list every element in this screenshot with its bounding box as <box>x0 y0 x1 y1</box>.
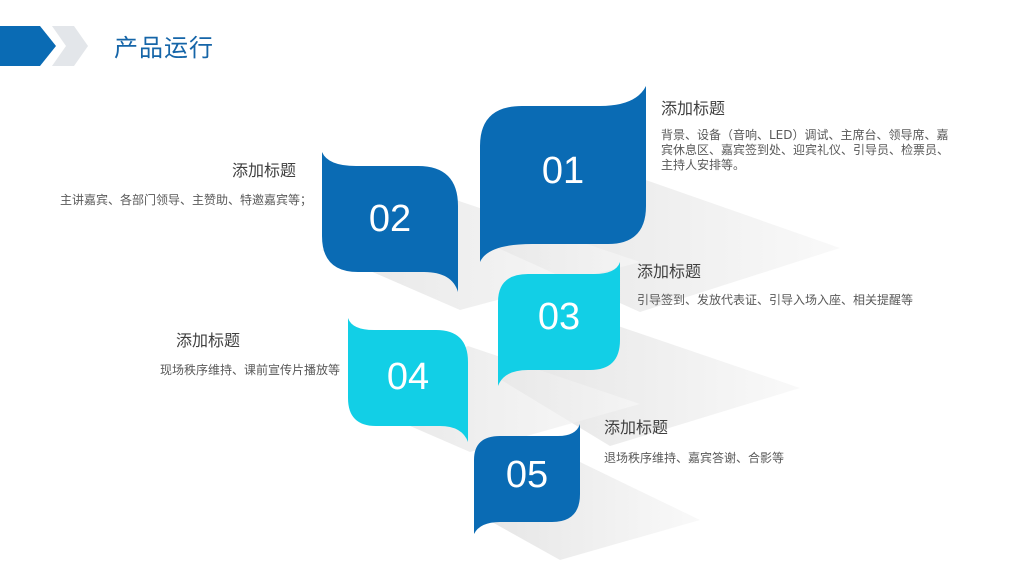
item-title-03: 添加标题 <box>637 262 702 281</box>
item-desc-05: 退场秩序维持、嘉宾答谢、合影等 <box>604 451 785 465</box>
item-title-05: 添加标题 <box>604 418 669 437</box>
item-title-01: 添加标题 <box>661 99 726 118</box>
leaf-02: 02 <box>322 152 458 292</box>
step-number-03: 03 <box>537 296 581 338</box>
step-number-04: 04 <box>386 356 430 398</box>
leaf-shape-03 <box>498 262 620 386</box>
item-desc-04: 现场秩序维持、课前宣传片播放等 <box>159 363 340 377</box>
page-title: 产品运行 <box>114 34 214 62</box>
leaf-shape-05 <box>474 424 580 534</box>
leaf-01: 01 <box>480 86 646 262</box>
leaf-03: 03 <box>498 262 620 386</box>
item-desc-03: 引导签到、发放代表证、引导入场入座、相关提醒等 <box>637 293 914 307</box>
item-title-04: 添加标题 <box>175 331 240 350</box>
header-chevron-icon <box>0 26 88 66</box>
leaf-05: 05 <box>474 424 580 534</box>
step-number-05: 05 <box>505 454 549 496</box>
leaf-04: 04 <box>348 318 468 442</box>
item-title-02: 添加标题 <box>231 161 296 180</box>
step-number-01: 01 <box>541 150 585 192</box>
leaf-shape-04 <box>348 318 468 442</box>
item-desc-02: 主讲嘉宾、各部门领导、主赞助、特邀嘉宾等； <box>60 193 313 207</box>
step-number-02: 02 <box>368 198 412 240</box>
item-desc-01: 背景、设备（音响、LED）调试、主席台、领导席、嘉宾休息区、嘉宾签到处、迎宾礼仪… <box>661 128 950 172</box>
leaf-shape-02 <box>322 152 458 292</box>
leaf-shape-01 <box>480 86 646 262</box>
